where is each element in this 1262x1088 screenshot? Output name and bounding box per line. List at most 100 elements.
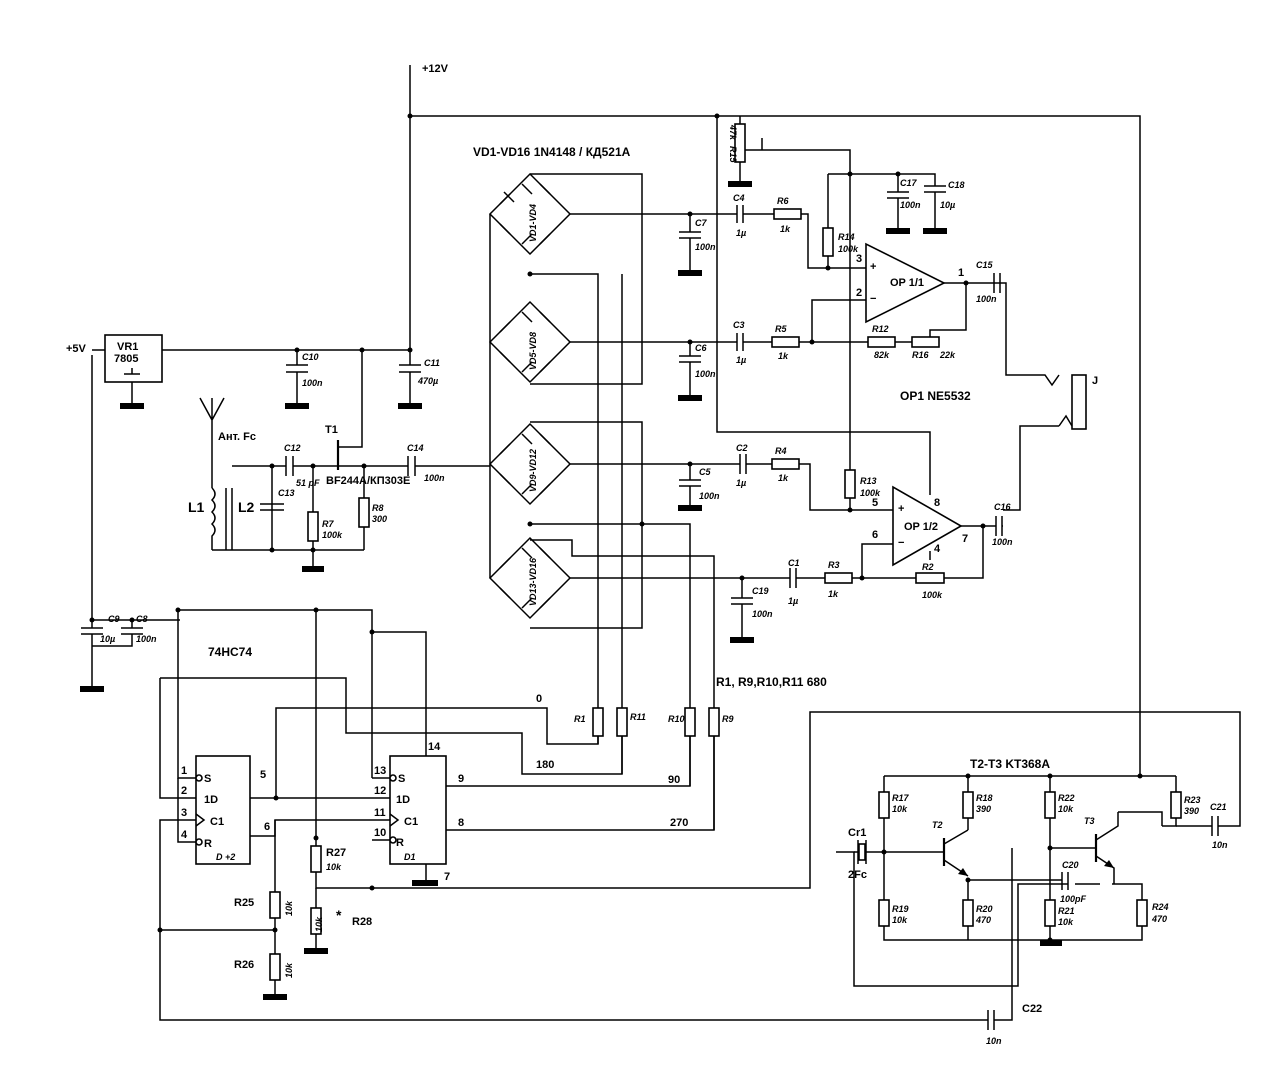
r17-value: 10k xyxy=(892,804,908,814)
l1-label: L1 xyxy=(188,499,205,515)
c9-label: C9 xyxy=(108,614,120,624)
transistor-note: T2-T3 KT368A xyxy=(970,757,1050,771)
opa-pin3: 3 xyxy=(856,253,862,265)
c16-capacitor xyxy=(995,516,1003,536)
c17-c18 xyxy=(828,173,947,234)
opb-label: OP 1/2 xyxy=(904,521,938,533)
t3-label: T3 xyxy=(1084,816,1095,826)
r12-resistor xyxy=(867,336,912,348)
r22-label: R22 xyxy=(1058,793,1075,803)
r10-label: R10 xyxy=(668,714,685,724)
r22-resistor xyxy=(1044,791,1056,819)
r14-value: 100k xyxy=(838,244,859,254)
r28-label: R28 xyxy=(352,916,372,928)
bridge-4-label: VD13-VD16 xyxy=(528,557,538,606)
r19-label: R19 xyxy=(892,904,909,914)
bridge-vd1-vd4 xyxy=(488,172,690,256)
r3-label: R3 xyxy=(828,560,840,570)
c21-label: C21 xyxy=(1210,802,1227,812)
resistor-note: R1, R9,R10,R11 680 xyxy=(716,675,827,689)
r20-resistor xyxy=(962,899,974,927)
l2-label: L2 xyxy=(238,499,255,515)
r13-resistor xyxy=(844,469,856,499)
c3-capacitor xyxy=(690,333,772,351)
r27-value: 10k xyxy=(326,862,342,872)
c10-label: C10 xyxy=(302,352,319,362)
opamp-1 xyxy=(811,242,1000,342)
c18-value: 10µ xyxy=(940,200,955,210)
c12-capacitor xyxy=(272,456,332,476)
r23-label: R23 xyxy=(1184,795,1201,805)
r19-value: 10k xyxy=(892,915,908,925)
opa-pin1: 1 xyxy=(958,267,964,279)
ff2-pin8: 8 xyxy=(458,817,464,829)
c2-value: 1µ xyxy=(736,478,746,488)
r4-value: 1k xyxy=(778,473,789,483)
c5-label: C5 xyxy=(699,467,711,477)
c6-value: 100n xyxy=(695,369,716,379)
c15-value: 100n xyxy=(976,294,997,304)
r15-value: 47k xyxy=(728,124,738,141)
r25-resistor xyxy=(269,891,281,919)
r13-label: R13 xyxy=(860,476,877,486)
c6-capacitor xyxy=(678,342,702,401)
r18-value: 390 xyxy=(976,804,991,814)
c17-label: C17 xyxy=(900,178,918,188)
phase-resistors xyxy=(592,707,720,830)
ff2-d: 1D xyxy=(396,794,410,806)
r16-label: R16 xyxy=(912,350,930,360)
bridge-2-label: VD5-VD8 xyxy=(528,332,538,370)
c11-label: C11 xyxy=(424,358,440,368)
r26-resistor xyxy=(263,953,287,1000)
flip-flop-2 xyxy=(389,755,447,886)
c1-capacitor xyxy=(789,568,825,588)
ff2-pin14: 14 xyxy=(428,741,441,753)
r17-resistor xyxy=(878,791,890,819)
crystal-label: Cr1 xyxy=(848,827,866,839)
ff2-pin13: 13 xyxy=(374,765,386,777)
r21-label: R21 xyxy=(1058,906,1075,916)
opb-plus: + xyxy=(898,503,904,515)
c7-label: C7 xyxy=(695,218,707,228)
opa-pin2: 2 xyxy=(856,287,862,299)
c15-label: C15 xyxy=(976,260,994,270)
bridge-vd13-vd16 xyxy=(488,536,790,620)
vr1-label: VR1 xyxy=(117,341,138,353)
ff1-pin5: 5 xyxy=(260,769,266,781)
r24-resistor xyxy=(1136,899,1148,927)
bridge-bus xyxy=(489,173,643,629)
r2-label: R2 xyxy=(922,562,934,572)
r7-value: 100k xyxy=(322,530,343,540)
c9-value: 10µ xyxy=(100,634,115,644)
r14-resistor xyxy=(822,174,834,268)
r14-label: R14 xyxy=(838,232,855,242)
ff2-pin12: 12 xyxy=(374,785,386,797)
c4-capacitor xyxy=(690,205,774,223)
r25-label: R25 xyxy=(234,897,254,909)
bridge-vd5-vd8 xyxy=(488,300,690,384)
ff1-pin1: 1 xyxy=(181,765,187,777)
c8-label: C8 xyxy=(136,614,148,624)
antenna-label: Ант. Fc xyxy=(218,431,256,443)
c19-capacitor xyxy=(730,578,754,643)
r8-value: 300 xyxy=(372,514,387,524)
r7-label: R7 xyxy=(322,519,334,529)
plus5v-label: +5V xyxy=(66,343,87,355)
c16-value: 100n xyxy=(992,537,1013,547)
ff1-pin6: 6 xyxy=(264,821,270,833)
t3-transistor xyxy=(1094,812,1119,884)
opa-label: OP 1/1 xyxy=(890,277,924,289)
c21-value: 10n xyxy=(1212,840,1228,850)
c6-label: C6 xyxy=(695,343,707,353)
ff1-r: R xyxy=(204,838,212,850)
c9-c8 xyxy=(80,620,143,692)
phase-0: 0 xyxy=(536,693,542,705)
r3-resistor xyxy=(824,572,916,584)
opamp-2 xyxy=(861,485,996,579)
c8-value: 100n xyxy=(136,634,157,644)
r16-trimmer xyxy=(911,336,940,348)
logic-label: 74HC74 xyxy=(208,645,252,659)
t2-label: T2 xyxy=(932,820,943,830)
ff1-s: S xyxy=(204,773,211,785)
